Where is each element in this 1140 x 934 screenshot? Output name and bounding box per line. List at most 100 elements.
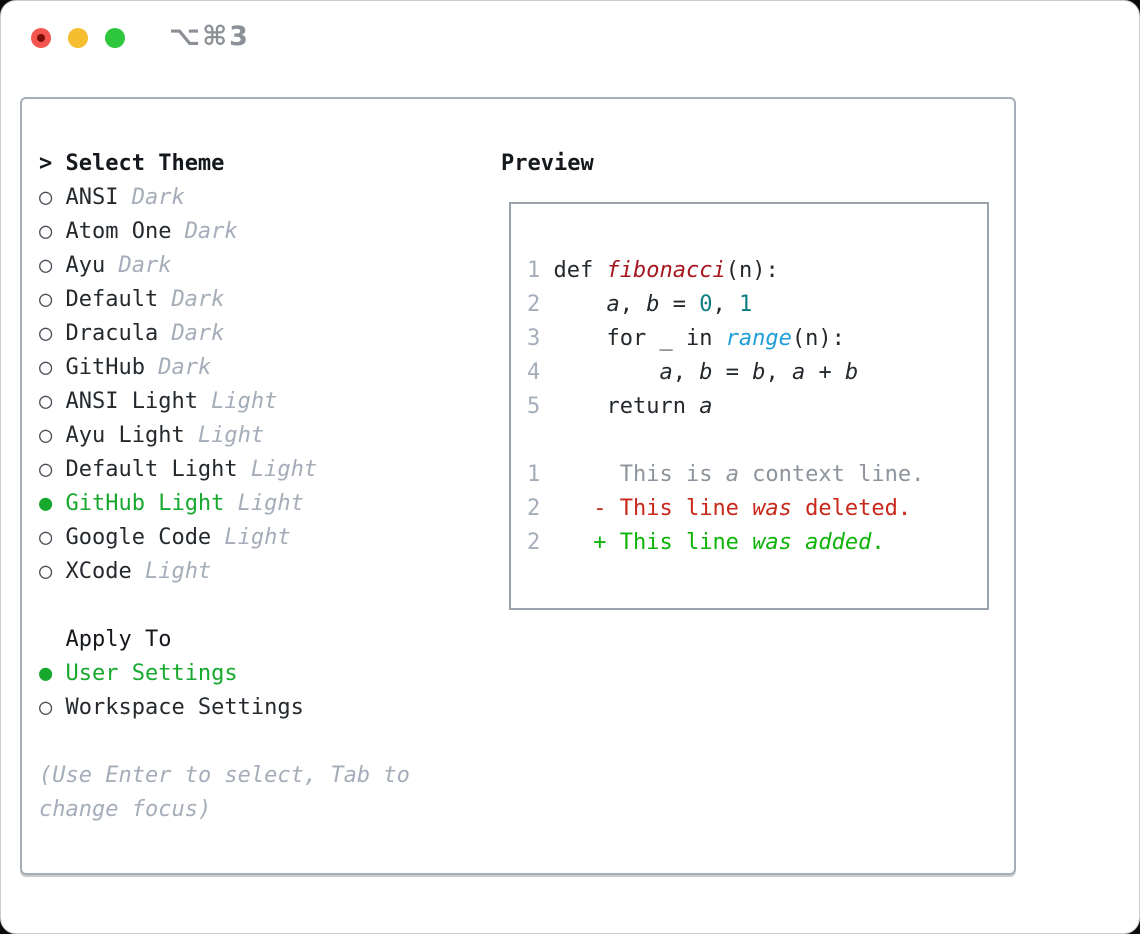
line-number: 1 <box>527 258 541 283</box>
radio-icon: ○ <box>39 355 53 380</box>
radio-icon: ○ <box>39 525 53 550</box>
code-token: a <box>725 462 739 487</box>
code-token: b <box>844 360 859 385</box>
radio-icon: ○ <box>39 253 53 278</box>
line-number: 2 <box>527 292 541 317</box>
code-token: + This line <box>593 530 753 555</box>
preview-column: Preview 1 def fibonacci(n):2 a, b = 0, 1… <box>501 147 1014 873</box>
theme-variant-tag: Dark <box>118 253 172 278</box>
code-token: 0 <box>699 292 713 317</box>
code-token: . <box>871 530 885 555</box>
apply-to-option[interactable]: ○Workspace Settings <box>39 691 501 725</box>
theme-variant-tag: Light <box>224 525 291 550</box>
code-token: was <box>752 496 792 521</box>
hint-text-line-1: (Use Enter to select, Tab to <box>39 763 410 788</box>
apply-to-title: Apply To <box>65 627 172 652</box>
code-token: b <box>646 292 660 317</box>
code-token: b <box>699 360 713 385</box>
code-line: 1 def fibonacci(n): <box>527 254 987 288</box>
code-line: 3 for _ in range(n): <box>527 322 987 356</box>
code-token: context line. <box>738 462 925 487</box>
line-number: 5 <box>527 394 541 419</box>
radio-icon: ○ <box>39 219 53 244</box>
code-line <box>527 424 987 458</box>
radio-icon: ○ <box>39 559 53 584</box>
apply-to-header: Apply To <box>39 623 501 657</box>
code-line: 2 a, b = 0, 1 <box>527 288 987 322</box>
theme-variant-tag: Dark <box>131 185 185 210</box>
theme-name: Dracula <box>65 321 159 346</box>
radio-icon: ○ <box>39 389 53 414</box>
theme-name: Ayu Light <box>65 423 185 448</box>
code-line: 2 + This line was added. <box>527 526 987 560</box>
hint-text-line-2: change focus) <box>39 797 212 822</box>
code-token <box>540 530 593 555</box>
theme-option[interactable]: ○ Ayu Light Light <box>39 419 501 453</box>
theme-variant-tag: Light <box>144 559 212 584</box>
theme-name: Atom One <box>65 219 172 244</box>
radio-icon: ○ <box>39 287 53 312</box>
theme-variant-tag: Light <box>237 491 304 516</box>
line-number: 3 <box>527 326 541 351</box>
apply-to-option[interactable]: ●User Settings <box>39 657 501 691</box>
apply-to-list: ●User Settings○Workspace Settings <box>39 657 501 725</box>
theme-option[interactable]: ○ Google Code Light <box>39 521 501 555</box>
radio-icon: ○ <box>39 185 53 210</box>
code-line: 2 - This line was deleted. <box>527 492 987 526</box>
code-token: + <box>805 360 845 385</box>
select-theme-header: >Select Theme <box>39 147 501 181</box>
theme-name: Default Light <box>65 457 238 482</box>
traffic-lights <box>31 28 125 48</box>
theme-name: Default <box>65 287 159 312</box>
theme-variant-tag: Light <box>250 457 318 482</box>
theme-name: XCode <box>65 559 132 584</box>
theme-name: Google Code <box>65 525 212 550</box>
line-number: 2 <box>527 496 541 521</box>
code-line: 4 a, b = b, a + b <box>527 356 987 390</box>
code-token: , <box>619 292 647 317</box>
close-button[interactable] <box>31 28 51 48</box>
code-token: , <box>712 292 739 317</box>
prompt-caret: > <box>39 151 53 176</box>
theme-option[interactable]: ○ Ayu Dark <box>39 249 501 283</box>
radio-icon: ○ <box>39 695 53 720</box>
apply-to-option-label: User Settings <box>65 661 238 686</box>
line-number: 4 <box>527 360 541 385</box>
code-token: (n): <box>725 258 779 283</box>
code-token: a <box>606 292 620 317</box>
code-token: , <box>765 360 792 385</box>
theme-name: ANSI Light <box>65 389 198 414</box>
theme-variant-tag: Dark <box>171 321 225 346</box>
code-token: = <box>712 360 753 385</box>
window-title-shortcut: ⌥⌘3 <box>169 21 250 52</box>
code-token: a <box>699 394 713 419</box>
minimize-button[interactable] <box>68 28 88 48</box>
zoom-button[interactable] <box>105 28 125 48</box>
radio-icon: ○ <box>39 423 53 448</box>
theme-option[interactable]: ○ ANSI Dark <box>39 181 501 215</box>
code-token: , <box>672 360 700 385</box>
theme-name: ANSI <box>65 185 119 210</box>
theme-name: GitHub Light <box>65 491 225 516</box>
spacer <box>39 589 501 623</box>
theme-variant-tag: Light <box>197 423 265 448</box>
code-token: This is <box>540 462 726 487</box>
theme-name: GitHub <box>65 355 145 380</box>
code-token: 1 <box>738 292 753 317</box>
code-token: b <box>752 360 766 385</box>
code-token: (n): <box>791 326 845 351</box>
theme-option[interactable]: ○ XCode Light <box>39 555 501 589</box>
theme-name: Ayu <box>65 253 106 278</box>
code-token: - This line <box>593 496 753 521</box>
code-token: range <box>725 326 792 351</box>
